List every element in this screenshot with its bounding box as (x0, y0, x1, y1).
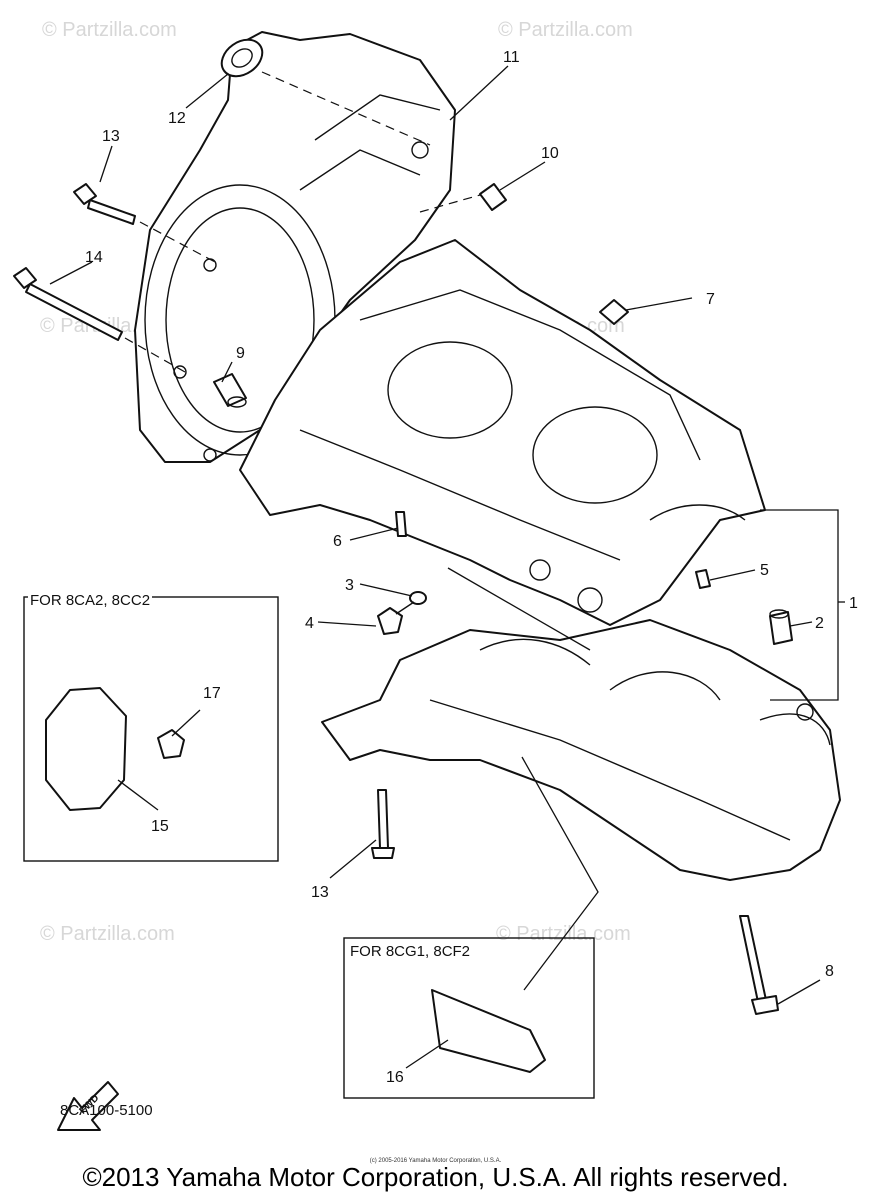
upper-crankcase (239, 239, 766, 626)
callout-3: 3 (345, 577, 354, 594)
copyright-notice: ©2013 Yamaha Motor Corporation, U.S.A. A… (82, 1162, 789, 1192)
dowel-pin-part-6 (395, 511, 407, 537)
callout-8: 8 (825, 963, 834, 980)
callout-9: 9 (236, 345, 245, 362)
callout-16: 16 (386, 1069, 404, 1086)
inset-box-right (343, 937, 595, 1099)
guide-lines (447, 509, 839, 991)
callout-4: 4 (305, 615, 314, 632)
callout-17: 17 (203, 685, 221, 702)
callout-numbers: 1 2 3 4 5 6 7 8 9 10 11 12 13 14 13 15 1… (85, 49, 858, 1086)
callout-11: 11 (503, 49, 520, 66)
inset-box-left (23, 596, 279, 862)
callout-14: 14 (85, 249, 103, 266)
callout-10: 10 (541, 145, 559, 162)
bolt-part-8 (739, 915, 779, 1015)
watermark-text: © Partzilla.com (498, 19, 633, 41)
dowel-pin-part-5 (695, 569, 711, 589)
leader-lines (49, 65, 845, 1069)
callout-13-lower: 13 (311, 884, 329, 901)
diagram-code: 8CA100-5100 (60, 1102, 153, 1119)
callout-1: 1 (849, 595, 858, 612)
small-copyright: (c) 2005-2016 Yamaha Motor Corporation, … (369, 1158, 502, 1164)
lower-crankcase (321, 619, 841, 881)
callout-6: 6 (333, 533, 342, 550)
bolt-part-13-lower (371, 789, 395, 859)
stud-part-7 (599, 299, 629, 325)
inset-title-left: FOR 8CA2, 8CC2 (28, 592, 153, 609)
washer-part-3 (409, 591, 427, 605)
bearing-part-12 (220, 38, 431, 146)
callout-2: 2 (815, 615, 824, 632)
callout-15: 15 (151, 818, 169, 835)
cap-part-2 (769, 609, 793, 645)
callout-13-top: 13 (102, 128, 120, 145)
bolt-part-14 (13, 267, 186, 373)
callout-7: 7 (706, 291, 715, 308)
watermark-text: © Partzilla.com (40, 923, 175, 945)
bolt-part-4 (377, 601, 415, 635)
dowel-pin-part-10 (419, 183, 507, 213)
bolt-part-13 (73, 183, 216, 263)
watermark-text: © Partzilla.com (42, 19, 177, 41)
watermark-text: © Partzilla.com (496, 923, 631, 945)
inset-title-right: FOR 8CG1, 8CF2 (348, 943, 473, 960)
callout-5: 5 (760, 562, 769, 579)
callout-12: 12 (168, 110, 186, 127)
